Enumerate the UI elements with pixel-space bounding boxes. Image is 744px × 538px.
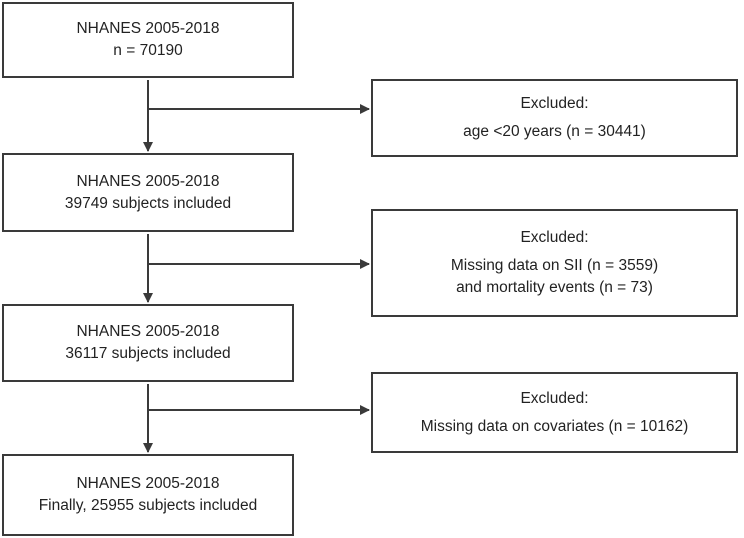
- excluded-reason: and mortality events (n = 73): [456, 279, 653, 296]
- nhanes-adults-box: NHANES 2005-2018 39749 subjects included: [2, 153, 294, 232]
- excluded-reason: Missing data on covariates (n = 10162): [420, 417, 689, 435]
- box-count: 36117 subjects included: [65, 345, 231, 362]
- nhanes-total-box: NHANES 2005-2018 n = 70190: [2, 2, 294, 78]
- nhanes-final-box: NHANES 2005-2018 Finally, 25955 subjects…: [2, 454, 294, 536]
- excluded-covariates-box: Excluded: Missing data on covariates (n …: [371, 372, 738, 453]
- box-count: Finally, 25955 subjects included: [38, 497, 258, 514]
- excluded-reason: Missing data on SII (n = 3559): [450, 257, 659, 274]
- excluded-age-box: Excluded: age <20 years (n = 30441): [371, 79, 738, 157]
- excluded-title: Excluded:: [520, 229, 589, 246]
- nhanes-sii-complete-box: NHANES 2005-2018 36117 subjects included: [2, 304, 294, 382]
- excluded-missing-sii-box: Excluded: Missing data on SII (n = 3559)…: [371, 209, 738, 317]
- box-title: NHANES 2005-2018: [76, 20, 220, 37]
- box-title: NHANES 2005-2018: [76, 323, 220, 340]
- box-count: n = 70190: [113, 42, 183, 59]
- excluded-title: Excluded:: [520, 389, 589, 407]
- box-count: 39749 subjects included: [64, 194, 232, 212]
- box-title: NHANES 2005-2018: [76, 172, 220, 190]
- excluded-title: Excluded:: [520, 95, 589, 112]
- box-title: NHANES 2005-2018: [76, 475, 220, 492]
- excluded-reason: age <20 years (n = 30441): [463, 123, 646, 140]
